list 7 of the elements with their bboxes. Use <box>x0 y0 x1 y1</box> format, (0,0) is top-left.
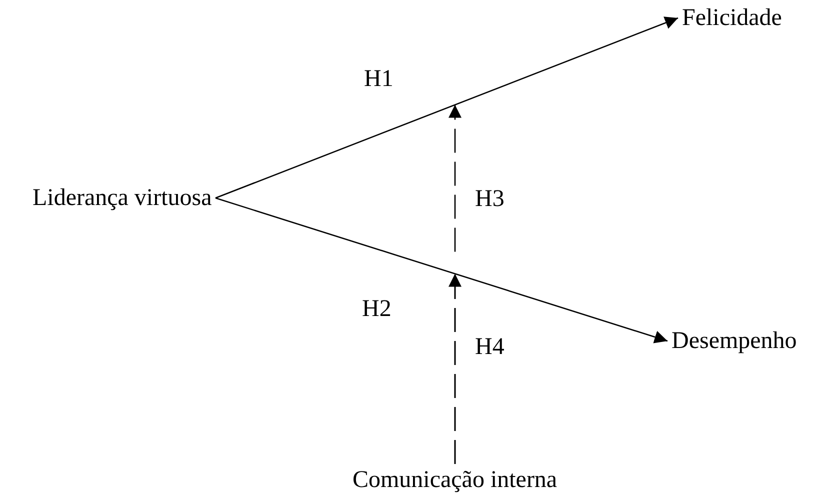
node-label: Liderança virtuosa <box>32 184 212 212</box>
arrow <box>215 197 668 344</box>
node-label: Desempenho <box>672 327 797 355</box>
dashed-arrow <box>448 274 462 464</box>
node-label: Comunicação interna <box>352 466 558 494</box>
node-label: Felicidade <box>682 4 782 32</box>
arrow <box>215 16 678 199</box>
